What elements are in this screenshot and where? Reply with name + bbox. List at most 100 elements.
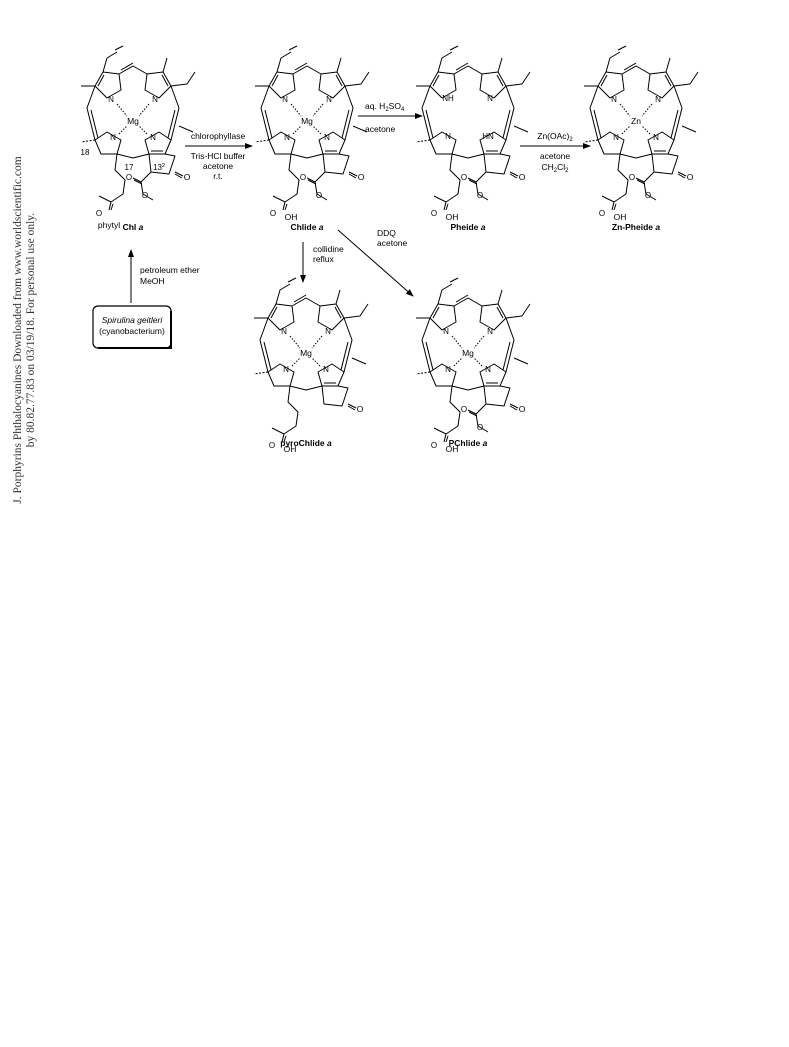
acid-oxygen: O bbox=[431, 209, 437, 218]
metal-label: Mg bbox=[127, 116, 139, 126]
ring-b bbox=[479, 71, 507, 99]
n-label: N bbox=[108, 95, 114, 104]
hydroxyl-group: OH bbox=[614, 212, 627, 222]
ring-a bbox=[597, 71, 625, 99]
metal-label: Zn bbox=[631, 116, 641, 126]
ring-c bbox=[479, 363, 507, 387]
acid-oxygen: O bbox=[599, 209, 605, 218]
n-label: N bbox=[445, 132, 451, 141]
n-label: N bbox=[283, 365, 289, 374]
arrow-pheide-to-znpheide: Zn(OAc)2 acetone CH2Cl2 bbox=[520, 131, 591, 174]
carbonyl-oxygen: O bbox=[358, 172, 365, 182]
n-label: N bbox=[110, 133, 116, 142]
compound-name-pheide: Pheide a bbox=[451, 222, 486, 232]
ester-oxygen: O bbox=[477, 423, 483, 432]
acid-oxygen: O bbox=[270, 209, 276, 218]
n-label: N bbox=[284, 133, 290, 142]
n-label: N bbox=[613, 133, 619, 142]
ester-oxygen: O bbox=[629, 173, 635, 182]
ester-oxygen: O bbox=[126, 173, 132, 182]
compound-name-chlide: Chlide a bbox=[290, 222, 323, 232]
reagent-acetone-2: acetone bbox=[365, 124, 396, 134]
compound-name-pchlide: PChlide a bbox=[449, 438, 488, 448]
hydroxyl-group: OH bbox=[446, 444, 459, 454]
carbonyl-oxygen: O bbox=[357, 404, 364, 414]
n-label: N bbox=[485, 365, 491, 374]
atom-label-13-2: 132 bbox=[153, 163, 165, 172]
acid-oxygen: O bbox=[431, 441, 437, 450]
ring-d bbox=[94, 131, 122, 155]
n-label: N bbox=[653, 133, 659, 142]
ester-oxygen: O bbox=[461, 173, 467, 182]
ring-b bbox=[647, 71, 675, 99]
ring-b bbox=[317, 303, 345, 331]
reagent-acetone-5: acetone bbox=[377, 238, 408, 248]
n-label: N bbox=[655, 95, 661, 104]
ring-c bbox=[317, 363, 345, 387]
ester-oxygen: O bbox=[316, 191, 322, 200]
ring-a bbox=[429, 71, 457, 99]
metal-label: Mg bbox=[300, 348, 312, 358]
n-label: N bbox=[152, 95, 158, 104]
reagent-dichloromethane: CH2Cl2 bbox=[542, 162, 570, 174]
ester-oxygen: O bbox=[461, 405, 467, 414]
arrow-chlide-to-pchlide: DDQ acetone bbox=[337, 228, 414, 297]
reagent-acetone: acetone bbox=[203, 161, 234, 171]
ring-d bbox=[267, 363, 295, 387]
ring-a bbox=[429, 303, 457, 331]
n-label: N bbox=[326, 95, 332, 104]
reagent-acetone-3: acetone bbox=[540, 151, 571, 161]
carbonyl-oxygen: O bbox=[519, 404, 526, 414]
carbonyl-oxygen: O bbox=[687, 172, 694, 182]
ester-group: phytyl bbox=[98, 220, 120, 230]
reagent-petroleum-ether: petroleum ether bbox=[140, 265, 200, 275]
acid-oxygen: O bbox=[269, 441, 275, 450]
ring-a bbox=[267, 303, 295, 331]
compound-name-pyrochlide: pyroChlide a bbox=[280, 438, 332, 448]
reagent-tris-buffer: Tris-HCl buffer bbox=[191, 151, 246, 161]
metal-label: Mg bbox=[301, 116, 313, 126]
reagent-collidine: collidine bbox=[313, 244, 344, 254]
organism-name: Spirulina geitleri bbox=[102, 315, 164, 325]
ring-c bbox=[647, 131, 675, 155]
ester-oxygen: O bbox=[300, 173, 306, 182]
source-organism-box: Spirulina geitleri (cyanobacterium) bbox=[92, 305, 172, 349]
hydroxyl-group: OH bbox=[284, 444, 297, 454]
ring-b bbox=[144, 71, 172, 99]
hydroxyl-group: OH bbox=[285, 212, 298, 222]
reagent-rt: r.t. bbox=[213, 171, 222, 181]
n-label: N bbox=[611, 95, 617, 104]
ring-a bbox=[268, 71, 296, 99]
atom-label-17: 17 bbox=[125, 163, 134, 172]
n-label: N bbox=[325, 327, 331, 336]
n-label: N bbox=[487, 327, 493, 336]
ring-c bbox=[479, 131, 507, 155]
ester-oxygen: O bbox=[645, 191, 651, 200]
reagent-ddq: DDQ bbox=[377, 228, 396, 238]
ester-oxygen: O bbox=[142, 191, 148, 200]
ring-d bbox=[597, 131, 625, 155]
hydroxyl-group: OH bbox=[446, 212, 459, 222]
carbonyl-oxygen: O bbox=[184, 172, 191, 182]
reagent-reflux: reflux bbox=[313, 254, 335, 264]
nh-label: NH bbox=[442, 94, 454, 103]
arrow-chl-to-chlide: chlorophyllase Tris-HCl buffer acetone r… bbox=[185, 131, 253, 181]
ring-b bbox=[479, 303, 507, 331]
n-label: N bbox=[445, 365, 451, 374]
atom-label-18: 18 bbox=[81, 148, 90, 157]
metal-label: Mg bbox=[462, 348, 474, 358]
ring-d bbox=[268, 131, 296, 155]
ring-d bbox=[429, 363, 457, 387]
n-label: N bbox=[150, 133, 156, 142]
ring-b bbox=[318, 71, 346, 99]
ester-oxygen: O bbox=[96, 209, 102, 218]
molecule-znpheide: O N N N N ZnO O O OH bbox=[583, 45, 699, 222]
carbonyl-oxygen: O bbox=[519, 172, 526, 182]
